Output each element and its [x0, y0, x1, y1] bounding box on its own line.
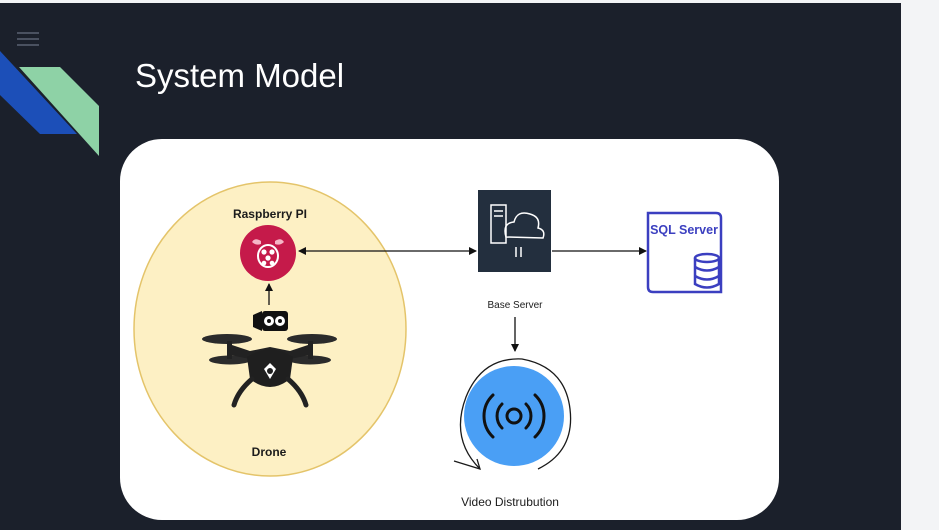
- drone-label: Drone: [252, 445, 287, 459]
- drone-icon: [202, 334, 337, 408]
- database-icon: SQL Server: [646, 211, 723, 294]
- base-server-label: Base Server: [487, 300, 543, 311]
- slide: System Model Raspberry PI: [0, 3, 901, 530]
- video-distribution-label: Video Distrubution: [461, 495, 559, 509]
- raspberry-pi-icon: [240, 225, 296, 281]
- page-margin: [901, 0, 939, 530]
- page-title: System Model: [135, 57, 345, 94]
- menu-icon[interactable]: [14, 27, 42, 51]
- raspberry-pi-label: Raspberry PI: [233, 207, 307, 221]
- sql-server-label: SQL Server: [650, 223, 718, 237]
- system-diagram: Raspberry PI: [133, 181, 723, 509]
- corner-decoration: [0, 51, 99, 156]
- camera-icon: [253, 311, 288, 331]
- cloud-server-icon: [478, 190, 551, 272]
- broadcast-icon: [453, 358, 572, 470]
- system-diagram-panel: Raspberry PI: [120, 139, 779, 520]
